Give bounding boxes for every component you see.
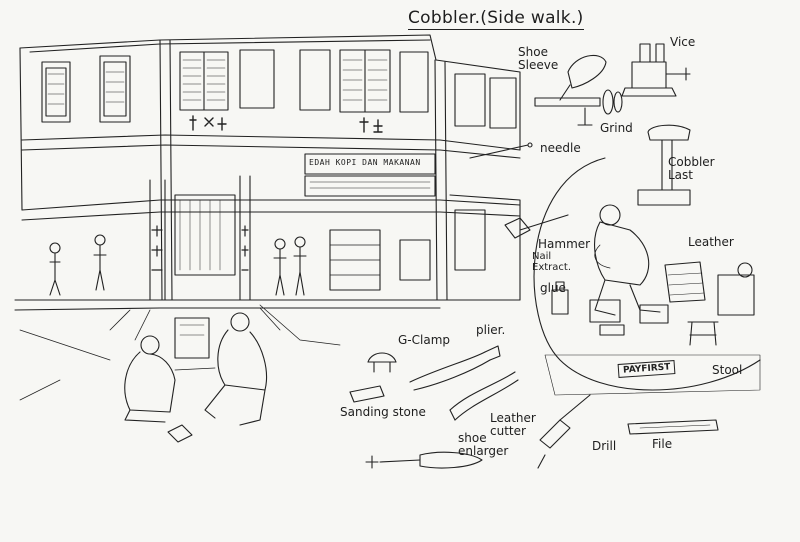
page-title: Cobbler.(Side walk.) bbox=[408, 8, 584, 30]
label-needle: needle bbox=[540, 141, 581, 155]
file-tool bbox=[627, 419, 719, 435]
label-cobbler-last: Cobbler Last bbox=[668, 155, 715, 182]
label-g-clamp: G-Clamp bbox=[398, 333, 451, 347]
needle-tool bbox=[469, 142, 533, 159]
label-sanding-stone: Sanding stone bbox=[340, 405, 426, 419]
plier-tool bbox=[409, 345, 501, 391]
glue-tool bbox=[551, 281, 569, 315]
shophouse-building bbox=[14, 34, 521, 401]
label-file: File bbox=[652, 437, 673, 451]
label-grind: Grind bbox=[600, 121, 633, 135]
g-clamp-tool bbox=[367, 352, 397, 373]
hammer-tool bbox=[504, 214, 569, 239]
label-shoe-enlarger: shoe enlarger bbox=[458, 431, 509, 458]
sanding-stone-tool bbox=[349, 385, 385, 403]
label-glue: glue bbox=[540, 281, 566, 295]
label-leather: Leather bbox=[688, 235, 734, 249]
label-nail-extract: Nail Extract. bbox=[532, 251, 571, 273]
foreground-cobblers bbox=[124, 312, 268, 443]
leather-cutter-tool bbox=[449, 371, 519, 421]
grind-tool bbox=[534, 89, 623, 126]
label-vice: Vice bbox=[670, 35, 696, 49]
label-hammer: Hammer bbox=[538, 237, 591, 251]
shoe-sleeve-tool bbox=[559, 54, 607, 101]
label-plier: plier. bbox=[476, 323, 506, 337]
label-drill: Drill bbox=[592, 439, 617, 453]
cobbler-last-tool bbox=[637, 124, 691, 206]
vice-tool bbox=[621, 43, 691, 97]
cobbler-vignette bbox=[533, 157, 761, 396]
label-shoe-sleeve: Shoe Sleeve bbox=[518, 45, 559, 72]
drill-tool bbox=[537, 394, 591, 469]
label-leather-cutter: Leather cutter bbox=[490, 411, 536, 438]
shop-sign: EDAH KOPI DAN MAKANAN bbox=[309, 158, 421, 167]
shoe-enlarger-tool bbox=[365, 451, 483, 469]
label-stool: Stool bbox=[712, 363, 743, 377]
